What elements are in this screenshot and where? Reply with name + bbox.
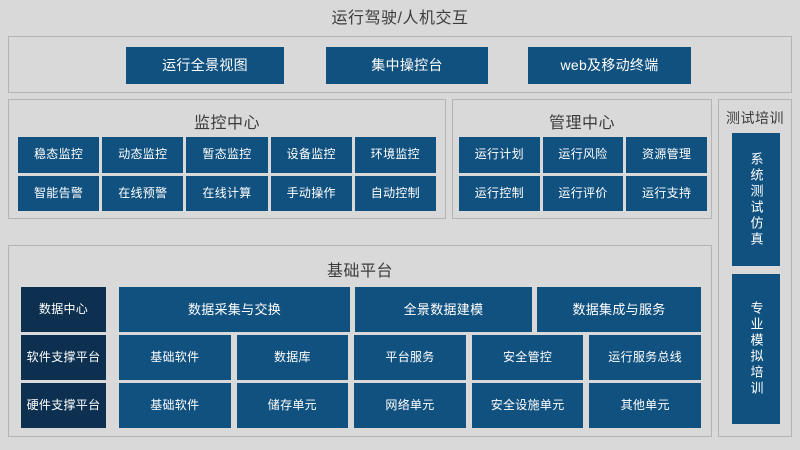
top-bar-item-console[interactable]: 集中操控台 — [326, 47, 488, 84]
monitor-item-auto-control[interactable]: 自动控制 — [354, 175, 436, 211]
top-bar-panel: 运行全景视图 集中操控台 web及移动终端 — [8, 36, 792, 93]
management-center-panel: 管理中心 运行计划 运行风险 资源管理 运行控制 运行评价 运行支持 — [452, 99, 712, 219]
monitor-item-device[interactable]: 设备监控 — [270, 137, 352, 173]
management-center-grid: 运行计划 运行风险 资源管理 运行控制 运行评价 运行支持 — [459, 137, 707, 211]
base-platform-item-security-management[interactable]: 安全管控 — [471, 335, 584, 380]
base-platform-item-data-integration-service[interactable]: 数据集成与服务 — [537, 287, 701, 332]
top-bar-item-web-mobile[interactable]: web及移动终端 — [528, 47, 691, 84]
test-training-item-professional-training[interactable]: 专业模拟培训 — [732, 274, 780, 424]
monitor-item-environment[interactable]: 环境监控 — [354, 137, 436, 173]
monitor-item-online-compute[interactable]: 在线计算 — [186, 175, 268, 211]
monitor-item-transient[interactable]: 暂态监控 — [186, 137, 268, 173]
management-center-title: 管理中心 — [548, 115, 615, 132]
test-training-panel: 测试培训 系统测试仿真 专业模拟培训 — [718, 99, 792, 437]
test-training-item-system-simulation[interactable]: 系统测试仿真 — [732, 133, 780, 266]
base-platform-item-network-unit[interactable]: 网络单元 — [354, 383, 466, 428]
monitor-item-steady[interactable]: 稳态监控 — [18, 137, 100, 173]
management-item-control[interactable]: 运行控制 — [459, 175, 540, 211]
base-platform-item-data-acquisition-exchange[interactable]: 数据采集与交换 — [119, 287, 350, 332]
base-platform-panel: 基础平台 数据中心 软件支撑平台 硬件支撑平台 数据采集与交换 全景数据建模 数… — [8, 245, 712, 437]
base-platform-item-security-facility-unit[interactable]: 安全设施单元 — [471, 383, 584, 428]
monitor-item-manual-operation[interactable]: 手动操作 — [270, 175, 352, 211]
base-platform-hardware-row: 基础软件 储存单元 网络单元 安全设施单元 其他单元 — [119, 383, 701, 428]
management-item-support[interactable]: 运行支持 — [626, 175, 707, 211]
base-platform-item-database[interactable]: 数据库 — [236, 335, 349, 380]
management-item-risk[interactable]: 运行风险 — [542, 137, 624, 173]
base-platform-item-storage-unit[interactable]: 储存单元 — [236, 383, 349, 428]
base-platform-item-panoramic-data-modeling[interactable]: 全景数据建模 — [355, 287, 532, 332]
base-platform-item-basic-software-hw[interactable]: 基础软件 — [119, 383, 231, 428]
monitor-center-grid: 稳态监控 动态监控 暂态监控 设备监控 环境监控 智能告警 在线预警 在线计算 … — [18, 137, 436, 211]
base-platform-row-label-software-support[interactable]: 软件支撑平台 — [21, 335, 106, 380]
monitor-item-smart-alarm[interactable]: 智能告警 — [18, 175, 100, 211]
base-platform-software-row: 基础软件 数据库 平台服务 安全管控 运行服务总线 — [119, 335, 701, 380]
base-platform-item-service-bus[interactable]: 运行服务总线 — [589, 335, 701, 380]
management-item-evaluation[interactable]: 运行评价 — [542, 175, 624, 211]
page-title: 运行驾驶/人机交互 — [331, 10, 469, 27]
management-item-plan[interactable]: 运行计划 — [459, 137, 540, 173]
base-platform-item-other-unit[interactable]: 其他单元 — [589, 383, 701, 428]
base-platform-title: 基础平台 — [326, 263, 393, 280]
management-item-resource[interactable]: 资源管理 — [626, 137, 707, 173]
base-platform-row-label-hardware-support[interactable]: 硬件支撑平台 — [21, 383, 106, 428]
base-platform-row-label-data-center[interactable]: 数据中心 — [21, 287, 106, 332]
base-platform-item-platform-service[interactable]: 平台服务 — [354, 335, 466, 380]
monitor-center-panel: 监控中心 稳态监控 动态监控 暂态监控 设备监控 环境监控 智能告警 在线预警 … — [8, 99, 446, 219]
test-training-title: 测试培训 — [726, 110, 784, 126]
monitor-item-dynamic[interactable]: 动态监控 — [102, 137, 184, 173]
monitor-item-online-warning[interactable]: 在线预警 — [102, 175, 184, 211]
top-bar-item-overview[interactable]: 运行全景视图 — [126, 47, 284, 84]
base-platform-item-basic-software-sw[interactable]: 基础软件 — [119, 335, 231, 380]
monitor-center-title: 监控中心 — [193, 115, 260, 132]
